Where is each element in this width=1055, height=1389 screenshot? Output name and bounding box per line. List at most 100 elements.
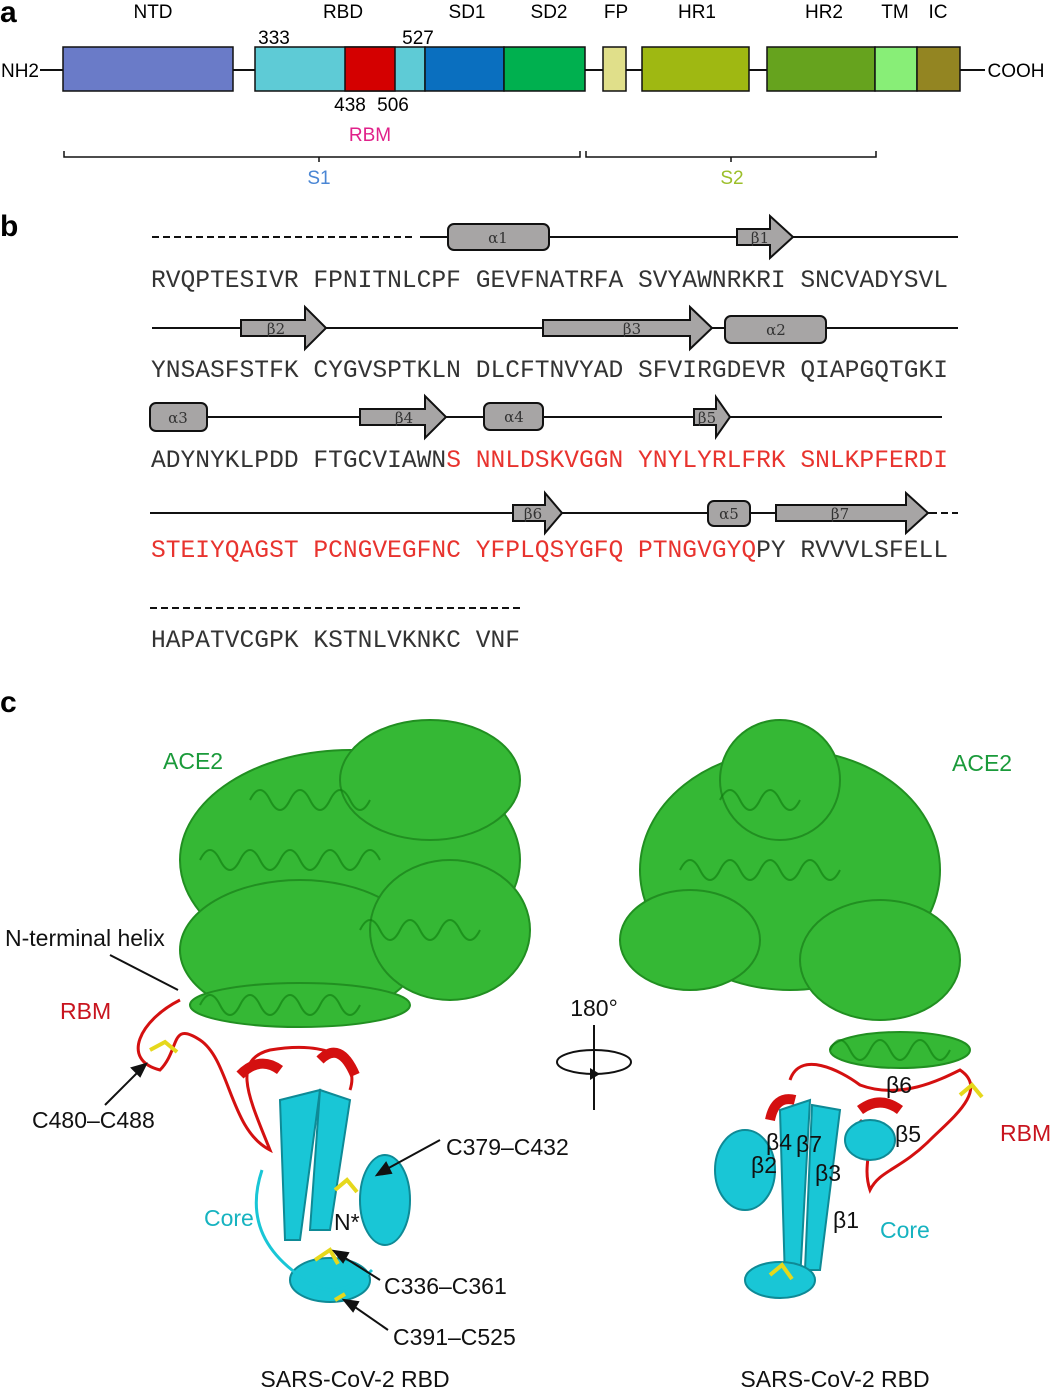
core-label-right: Core — [880, 1217, 930, 1243]
helix-a5 — [707, 500, 751, 527]
spike-domain-map: NH2 COOH NTD RBD SD1 SD2 FP HR1 HR2 TM I… — [1, 2, 1045, 189]
rbm-loop-left — [136, 998, 354, 1154]
disulfide-bonds-left — [149, 1039, 359, 1302]
domain-ic — [916, 46, 961, 92]
sequence-black: RVQPTESIVR FPNITNLCPF GEVFNATRFA SVYAWNR… — [151, 268, 948, 295]
strand-b5 — [693, 393, 732, 441]
disulfide-c480-c488-label: C480–C488 — [32, 1107, 155, 1133]
helix-a5-label: α5 — [719, 505, 739, 523]
domain-fp — [602, 46, 627, 92]
caption-left: SARS-CoV-2 RBD — [260, 1366, 449, 1389]
helix-a3 — [149, 402, 208, 432]
strand-b3-label-c: β3 — [815, 1160, 841, 1186]
sequence-rbm-red: S NNLDSKVGGN YNYLYRLFRK SNLKPFERDI — [446, 448, 948, 475]
sequence-row-2: YNSASFSTFK CYGVSPTKLN DLCFTNVYAD SFVIRGD… — [151, 358, 948, 385]
label-rbd: RBD — [323, 2, 363, 23]
core-ribbon-right — [714, 1098, 896, 1299]
ace2-label-right: ACE2 — [952, 750, 1012, 776]
rotation-label: 180° — [570, 995, 618, 1021]
strand-b4-label-c: β4 — [766, 1129, 792, 1155]
disulfide-c336-c361-label: C336–C361 — [384, 1273, 507, 1299]
strand-b7-label: β7 — [831, 505, 849, 523]
sequence-row-5: HAPATVCGPK KSTNLVKNKC VNF — [151, 628, 520, 655]
strand-b5-label-c: β5 — [895, 1121, 921, 1147]
rbm-loop-right — [788, 1062, 973, 1194]
label-ntd: NTD — [133, 2, 172, 23]
position-438: 438 — [334, 95, 366, 116]
s1-bracket — [63, 151, 581, 162]
domain-sd2 — [503, 46, 586, 92]
position-506: 506 — [377, 95, 409, 116]
sequence-black: YNSASFSTFK CYGVSPTKLN DLCFTNVYAD SFVIRGD… — [151, 358, 948, 385]
structure-right: ACE2 RBM β6 β5 β4 β7 β2 β3 β1 Core SARS-… — [619, 719, 1051, 1389]
domain-hr2 — [766, 46, 876, 92]
annotation-arrows-left — [104, 954, 441, 1331]
sequence-black: ADYNYKLPDD FTGCVIAWN — [151, 448, 446, 475]
disulfide-c379-c432-label: C379–C432 — [446, 1134, 569, 1160]
rotation-180-icon: 180° — [556, 995, 632, 1110]
label-fp: FP — [604, 2, 628, 23]
strand-b2-label-c: β2 — [751, 1152, 777, 1178]
domain-hr1 — [641, 46, 750, 92]
ace2-helix-texture-right — [679, 789, 951, 1061]
label-sd1: SD1 — [449, 2, 486, 23]
position-527: 527 — [402, 28, 434, 49]
domain-rbd — [254, 46, 426, 92]
strand-b1-label: β1 — [751, 229, 769, 247]
strand-b2 — [240, 304, 328, 352]
disulfide-bonds-right — [768, 1082, 984, 1281]
domain-sd1 — [424, 46, 505, 92]
s2-bracket — [585, 151, 877, 162]
position-333: 333 — [258, 28, 290, 49]
helix-a3-label: α3 — [168, 409, 188, 427]
panel-label-c: c — [0, 686, 17, 719]
label-ic: IC — [929, 2, 948, 23]
s2-label: S2 — [720, 168, 743, 189]
ace2-helix-texture-left — [199, 789, 481, 1016]
label-hr1: HR1 — [678, 2, 716, 23]
strand-b2-label: β2 — [267, 320, 285, 338]
strand-b1-label-c: β1 — [833, 1207, 859, 1233]
n-terminus-label: NH2 — [1, 61, 39, 82]
domain-ntd — [62, 46, 234, 92]
strand-b3 — [542, 304, 714, 352]
label-sd2: SD2 — [531, 2, 568, 23]
panel-label-a: a — [0, 0, 17, 29]
disulfide-c391-c525-label: C391–C525 — [393, 1324, 516, 1350]
n-glycan-label: N* — [334, 1209, 360, 1235]
core-ribbon-left — [278, 1088, 411, 1303]
sequence-rbm-red: STEIYQAGST PCNGVEGFNC YFPLQSYGFQ PTNGVGY… — [151, 538, 756, 565]
helix-a2-label: α2 — [766, 321, 786, 339]
rbm-helix-right — [765, 1094, 903, 1122]
secondary-structure-elements: α1 β1 β2 β3 α2 α3 β4 α4 β5 β6 α5 β7 — [149, 213, 930, 536]
strand-b3-label: β3 — [623, 320, 641, 338]
rbm-helix-left — [236, 1047, 360, 1079]
rbd-sequence: RVQPTESIVR FPNITNLCPF GEVFNATRFA SVYAWNR… — [151, 268, 948, 655]
sequence-row-4: STEIYQAGST PCNGVEGFNC YFPLQSYGFQ PTNGVGY… — [151, 538, 948, 565]
strand-b6-label: β6 — [524, 505, 542, 523]
sequence-black: PY RVVVLSFELL — [756, 538, 948, 565]
sequence-row-1: RVQPTESIVR FPNITNLCPF GEVFNATRFA SVYAWNR… — [151, 268, 948, 295]
structure-left: ACE2 N-terminal helix RBM C480–C488 C379… — [5, 719, 569, 1389]
s1-label: S1 — [307, 168, 330, 189]
rbm-label-left: RBM — [60, 998, 111, 1024]
strand-b6 — [512, 490, 564, 536]
panel-label-b: b — [0, 210, 18, 243]
helix-a4 — [483, 402, 544, 431]
helix-a4-label: α4 — [504, 408, 524, 426]
caption-right: SARS-CoV-2 RBD — [740, 1366, 929, 1389]
helix-a1 — [447, 223, 550, 251]
ace2-ribbon-right — [619, 719, 971, 1069]
strand-b7 — [775, 490, 930, 536]
core-loop-left — [254, 1169, 374, 1292]
ace2-label-left: ACE2 — [163, 748, 223, 774]
sequence-black: HAPATVCGPK KSTNLVKNKC VNF — [151, 628, 520, 655]
rbm-label-right: RBM — [1000, 1120, 1051, 1146]
sequence-row-3: ADYNYKLPDD FTGCVIAWNS NNLDSKVGGN YNYLYRL… — [151, 448, 948, 475]
domain-tm — [874, 46, 918, 92]
strand-b4 — [359, 393, 448, 441]
strand-b5-label: β5 — [698, 409, 716, 427]
core-label-left: Core — [204, 1205, 254, 1231]
ace2-ribbon-left — [179, 719, 531, 1028]
